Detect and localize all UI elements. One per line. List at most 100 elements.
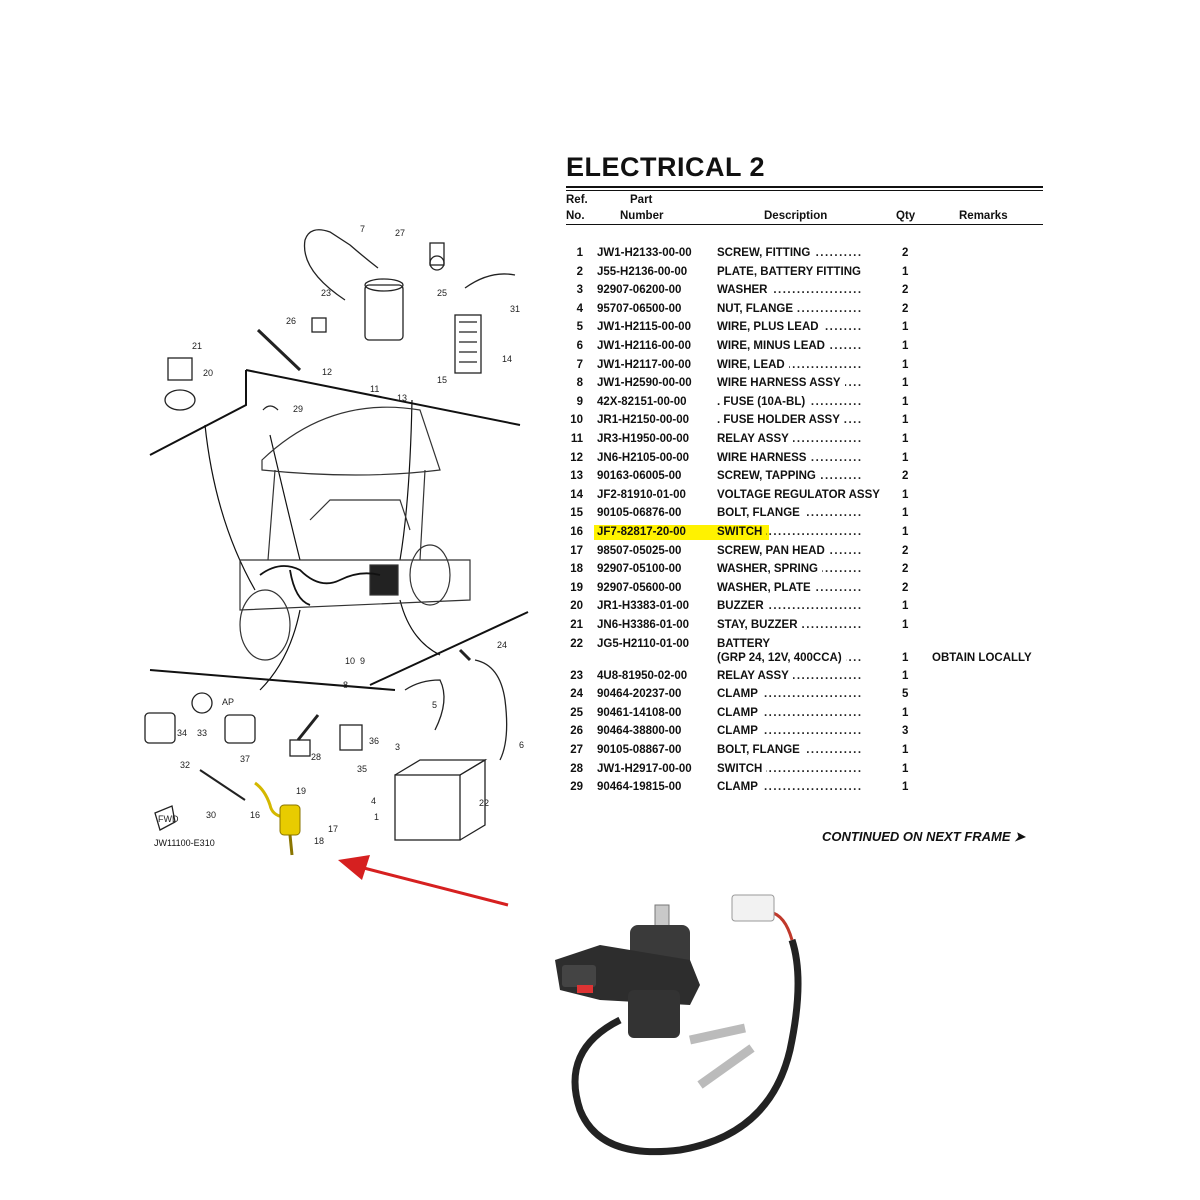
row-qty: 1 <box>902 321 909 334</box>
svg-text:32: 32 <box>180 760 190 770</box>
svg-text:13: 13 <box>397 393 407 403</box>
table-row: 2790105-08867-00........................… <box>566 744 1046 762</box>
table-row: 14JF2-81910-01-00.......................… <box>566 488 1046 507</box>
row-ref: 22 <box>570 637 583 650</box>
table-row: 1798507-05025-00........................… <box>566 544 1046 563</box>
row-qty: 1 <box>902 744 909 756</box>
row-qty: 3 <box>902 725 909 738</box>
row-description: CLAMP <box>717 781 762 794</box>
row-part-number: 90105-08867-00 <box>597 744 682 756</box>
row-ref: 15 <box>570 507 583 520</box>
row-part-number: 42X-82151-00-00 <box>597 395 687 408</box>
row-description: BOLT, FLANGE <box>717 507 804 520</box>
row-part-number: JN6-H2105-00-00 <box>597 451 690 464</box>
table-row: 10JR1-H2150-00-00.......................… <box>566 414 1046 432</box>
table-row: 1892907-05100-00........................… <box>566 563 1046 581</box>
row-part-number: JW1-H2117-00-00 <box>597 358 691 371</box>
svg-text:3: 3 <box>395 742 400 752</box>
row-ref: 6 <box>576 340 583 352</box>
row-part-number: JW1-H2115-00-00 <box>597 321 691 334</box>
row-ref: 18 <box>570 563 583 576</box>
title-rule <box>566 186 1043 188</box>
table-row: 1992907-05600-00........................… <box>566 581 1046 600</box>
row-ref: 24 <box>570 688 583 701</box>
table-row: 12JN6-H2105-00-00.......................… <box>566 451 1046 470</box>
table-row: 942X-82151-00-00........................… <box>566 395 1046 414</box>
row-qty: 1 <box>902 669 909 682</box>
table-row: 21JN6-H3386-01-00.......................… <box>566 619 1046 637</box>
row-ref: 4 <box>576 302 583 315</box>
row-ref: 19 <box>570 581 583 594</box>
svg-text:28: 28 <box>311 752 321 762</box>
row-qty: 1 <box>902 433 909 445</box>
row-ref: 26 <box>570 725 583 738</box>
svg-text:18: 18 <box>314 836 324 846</box>
row-ref: 1 <box>576 247 583 259</box>
svg-text:4: 4 <box>371 796 376 806</box>
row-qty: 1 <box>902 414 909 427</box>
row-ref: 12 <box>570 451 583 464</box>
row-part-number: 92907-05600-00 <box>597 581 682 594</box>
row-ref: 14 <box>570 488 583 501</box>
header-qty: Qty <box>896 210 916 222</box>
row-ref: 28 <box>570 762 583 775</box>
svg-text:24: 24 <box>497 640 507 650</box>
row-ref: 16 <box>570 526 583 538</box>
svg-text:31: 31 <box>510 304 520 314</box>
row-description: VOLTAGE REGULATOR ASSY <box>717 488 884 501</box>
table-row: 5JW1-H2115-00-00........................… <box>566 321 1046 339</box>
row-qty: 1 <box>902 706 909 719</box>
row-ref: 11 <box>570 433 583 445</box>
row-description: WASHER, PLATE <box>717 581 815 594</box>
row-description: SCREW, TAPPING <box>717 470 820 483</box>
row-part-number: 98507-05025-00 <box>597 544 682 557</box>
row-part-number: 90464-20237-00 <box>597 688 682 701</box>
table-row: 495707-06500-00.........................… <box>566 302 1046 321</box>
row-qty: 1 <box>902 781 909 794</box>
row-description: PLATE, BATTERY FITTING <box>717 265 865 278</box>
row-ref: 3 <box>576 284 583 297</box>
table-row: 6JW1-H2116-00-00........................… <box>566 340 1046 358</box>
row-ref: 8 <box>576 377 583 390</box>
row-part-number: JW1-H2917-00-00 <box>597 762 692 775</box>
header-part-2: Number <box>620 210 664 222</box>
row-part-number: JW1-H2590-00-00 <box>597 377 692 390</box>
row-part-number: 92907-05100-00 <box>597 563 682 576</box>
row-ref: 13 <box>570 470 583 483</box>
row-description: CLAMP <box>717 688 762 701</box>
row-qty: 1 <box>902 507 909 520</box>
table-row: 2J55-H2136-00-00........................… <box>566 265 1046 284</box>
diagram-code: JW11100-E310 <box>154 838 215 848</box>
row-qty: 1 <box>902 265 909 278</box>
row-part-number: 90461-14108-00 <box>597 706 682 719</box>
row-qty: 1 <box>902 340 909 352</box>
svg-text:30: 30 <box>206 810 216 820</box>
row-qty: 2 <box>902 302 909 315</box>
row-part-number: JF7-82817-20-00 <box>597 526 686 538</box>
svg-text:FWD: FWD <box>158 814 179 824</box>
row-qty: 1 <box>902 488 909 501</box>
row-description: WASHER, SPRING <box>717 563 822 576</box>
pointer-arrow <box>338 855 509 907</box>
svg-text:11: 11 <box>370 384 379 394</box>
continued-label: CONTINUED ON NEXT FRAME ➤ <box>822 829 1026 844</box>
row-description: WIRE, MINUS LEAD <box>717 340 829 352</box>
svg-text:25: 25 <box>437 288 447 298</box>
row-qty: 1 <box>902 762 909 775</box>
row-qty: 2 <box>902 563 909 576</box>
row-description: RELAY ASSY <box>717 669 793 682</box>
svg-text:10: 10 <box>345 656 355 666</box>
row-qty: 1 <box>902 600 909 613</box>
table-row: 1JW1-H2133-00-00........................… <box>566 247 1046 265</box>
row-description: WIRE HARNESS <box>717 451 811 464</box>
row-description: WIRE, PLUS LEAD <box>717 321 823 334</box>
row-ref: 29 <box>570 781 583 794</box>
row-qty: 1 <box>902 395 909 408</box>
row-ref: 20 <box>570 600 583 613</box>
row-description: WIRE, LEAD <box>717 358 789 371</box>
row-qty: 1 <box>902 451 909 464</box>
row-part-number: JW1-H2133-00-00 <box>597 247 692 259</box>
